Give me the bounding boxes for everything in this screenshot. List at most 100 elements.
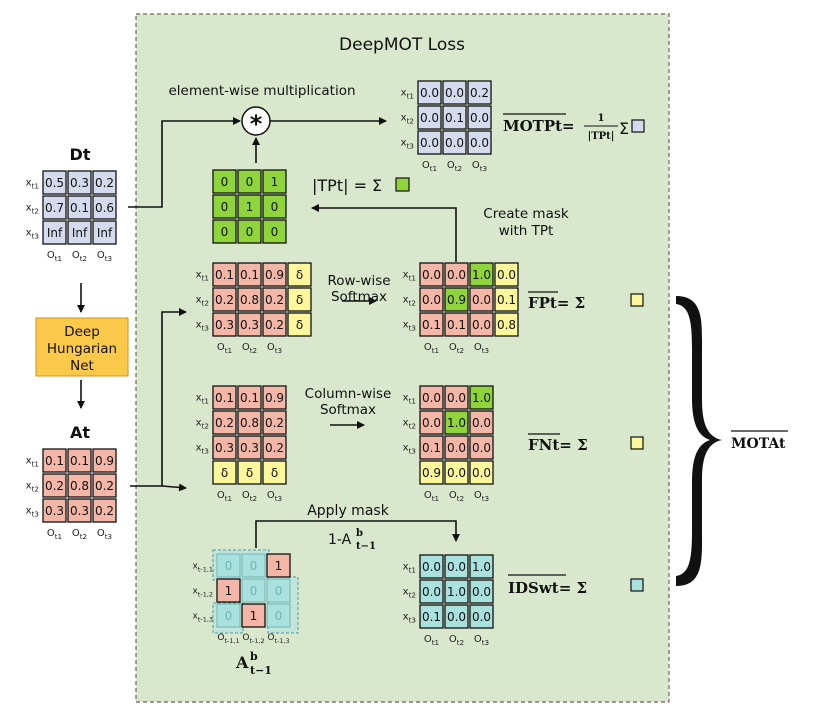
col-label: Ot-1,1: [217, 633, 239, 645]
cell-value: 0.1: [422, 610, 441, 624]
cell-box: [67, 195, 92, 220]
matrix-cell: 0.3: [67, 498, 92, 523]
cell-box: [216, 553, 241, 578]
matrix-cell: 1.0: [469, 262, 494, 287]
cell-value: 0: [225, 559, 233, 573]
col-label: Ot3: [97, 250, 112, 263]
cell-box: [237, 460, 262, 485]
matrix-cell: 1.0: [469, 554, 494, 579]
row-label: xt2: [26, 481, 39, 494]
matrix-cell: 0.3: [212, 435, 237, 460]
row-label: xt2: [403, 587, 416, 600]
matrix-cell: 1: [266, 553, 291, 578]
cell-box: [262, 262, 287, 287]
matrix-cell: 1: [237, 194, 262, 219]
row-label: xt1: [196, 393, 209, 406]
matrix-cell: 0: [237, 169, 262, 194]
cell-value: 0.3: [45, 504, 64, 518]
cell-box: [444, 435, 469, 460]
fp-yellow-square-icon: [630, 293, 644, 307]
cell-box: [262, 385, 287, 410]
matrix-cell: 0.3: [67, 170, 92, 195]
cell-box: [212, 169, 237, 194]
cell-value: 0.0: [422, 391, 441, 405]
apply-mask-label: Apply mask: [307, 503, 389, 519]
matrix-cell: 0.0: [419, 262, 444, 287]
matrix-cell: 0.8: [67, 473, 92, 498]
cell-value: 0.0: [447, 466, 466, 480]
cell-box: [262, 460, 287, 485]
cell-value: 0.0: [472, 466, 491, 480]
cell-box: [417, 105, 442, 130]
matrix-cell: 0.1: [419, 435, 444, 460]
arrow-create-mask: [311, 204, 457, 262]
motp-frac-top: 1: [598, 113, 605, 124]
cell-value: 0.2: [95, 479, 114, 493]
matrix-cell: δ: [212, 460, 237, 485]
matrix-cell: δ: [262, 460, 287, 485]
matrix-cell: 0.2: [212, 410, 237, 435]
row-label: xt1: [26, 178, 39, 191]
cell-value: 0.3: [215, 318, 234, 332]
col-label: Ot3: [97, 528, 112, 541]
matrix-cell: 0.0: [469, 287, 494, 312]
cell-value: 1: [250, 609, 258, 623]
matrix-cell: δ: [287, 287, 312, 312]
cell-box: [444, 579, 469, 604]
cell-value: 0.3: [240, 318, 259, 332]
matrix-cell: 0.2: [262, 410, 287, 435]
matrix-cell: 0.0: [444, 460, 469, 485]
cell-box: [92, 473, 117, 498]
cell-box: [42, 473, 67, 498]
arrow-apply-mask: [255, 520, 460, 548]
matrix-cell: 0.0: [417, 130, 442, 155]
col-label: Ot1: [47, 528, 62, 541]
cell-value: 1.0: [472, 268, 491, 282]
matrix-cell: 1: [241, 603, 266, 628]
cell-value: 0.8: [497, 318, 516, 332]
row-label: xt-1,1: [193, 562, 214, 574]
cell-box: [419, 435, 444, 460]
cell-box: [212, 460, 237, 485]
matrix-cell: 0.1: [67, 195, 92, 220]
matrix-cell: 0: [212, 169, 237, 194]
matrix-cell: 0.2: [262, 435, 287, 460]
cell-value: 0: [221, 200, 229, 214]
row-label: xt3: [403, 443, 416, 456]
col-label: Ot2: [242, 490, 257, 503]
matrix-cell: 0.0: [469, 460, 494, 485]
matrix-cell: 0.7: [42, 195, 67, 220]
create-mask-line-2: with TPt: [499, 223, 554, 239]
matrix-cell: 0.0: [444, 435, 469, 460]
cell-value: 0.0: [470, 136, 489, 150]
matrix-cell: 0: [216, 603, 241, 628]
cell-box: [419, 554, 444, 579]
cell-value: 0.1: [447, 318, 466, 332]
cell-box: [42, 170, 67, 195]
col-softmax-line-1: Column-wise: [305, 386, 392, 402]
matrix-cell: 0: [266, 603, 291, 628]
matrix-cell: 0.9: [444, 287, 469, 312]
cell-box: [67, 220, 92, 245]
cell-box: [42, 220, 67, 245]
col-label: Ot-1,2: [242, 633, 264, 645]
one-minus-a-label: 1-A b t−1: [328, 528, 376, 552]
motp-frac-bottom: |TPt|: [588, 131, 615, 142]
cell-box: [467, 130, 492, 155]
cell-value: 0: [250, 584, 258, 598]
cell-value: 0.0: [472, 416, 491, 430]
cell-value: 0.0: [447, 560, 466, 574]
cell-box: [419, 312, 444, 337]
matrix-cell: 0: [241, 553, 266, 578]
matrix-cell: 0.9: [419, 460, 444, 485]
cell-box: [42, 195, 67, 220]
cell-box: [419, 287, 444, 312]
cell-value: 0.0: [422, 293, 441, 307]
col-label: Ot2: [449, 634, 464, 647]
matrix-cell: 0.3: [237, 435, 262, 460]
cell-box: [237, 219, 262, 244]
matrix-cell: δ: [287, 262, 312, 287]
row-label: xt-1,2: [193, 587, 214, 599]
